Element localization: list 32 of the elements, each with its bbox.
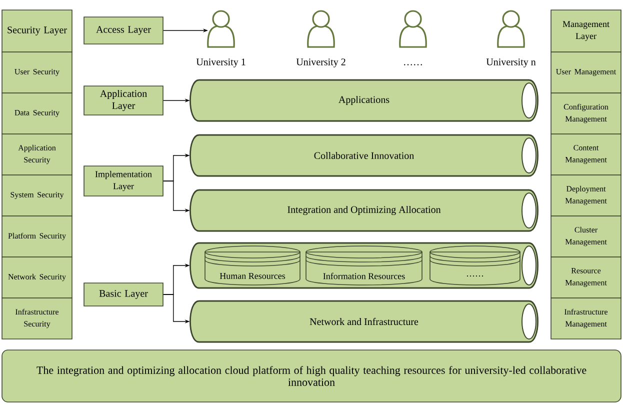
database-disk: Information Resources <box>306 246 422 286</box>
university-label: University 2 <box>296 58 346 68</box>
layer-box: Implementation Layer <box>84 166 164 196</box>
university-label: …… <box>404 64 422 66</box>
layer-cell: Network Security <box>2 256 72 298</box>
layer-cell: Infrastructure Security <box>2 298 72 340</box>
platform-banner: The integration and optimizing allocation cloud platform of high quality teaching resources for university-led collaborative innovation <box>2 350 622 402</box>
layer-cell: Data Security <box>2 92 72 134</box>
layer-box: Application Layer <box>84 86 164 116</box>
layer-cell: Cluster Management <box>550 216 622 258</box>
database-disk: Human Resources <box>204 246 300 286</box>
database-disk: …… <box>430 246 520 286</box>
layer-cell: Security Layer <box>2 10 72 52</box>
layer-cell: Content Management <box>550 134 622 176</box>
cylinder-band: Applications <box>190 79 538 122</box>
layer-cell: Infrastructure Management <box>550 298 622 340</box>
layer-box: Access Layer <box>84 16 164 44</box>
layer-cell: Resource Management <box>550 256 622 298</box>
university-label: University 1 <box>196 58 246 68</box>
layer-cell: Platform Security <box>2 216 72 258</box>
university-label: University n <box>486 58 536 68</box>
cylinder-band: Network and Infrastructure <box>190 300 538 343</box>
cylinder-band: Integration and Optimizing Allocation <box>190 189 538 232</box>
layer-cell: Management Layer <box>550 10 622 52</box>
layer-box: Basic Layer <box>84 282 164 306</box>
layer-cell: Configuration Management <box>550 92 622 134</box>
layer-cell: Deployment Management <box>550 174 622 216</box>
layer-cell: Application Security <box>2 134 72 176</box>
cylinder-band: Collaborative Innovation <box>190 134 538 177</box>
layer-cell: User Security <box>2 52 72 94</box>
layer-cell: System Security <box>2 174 72 216</box>
layer-cell: User Management <box>550 52 622 94</box>
